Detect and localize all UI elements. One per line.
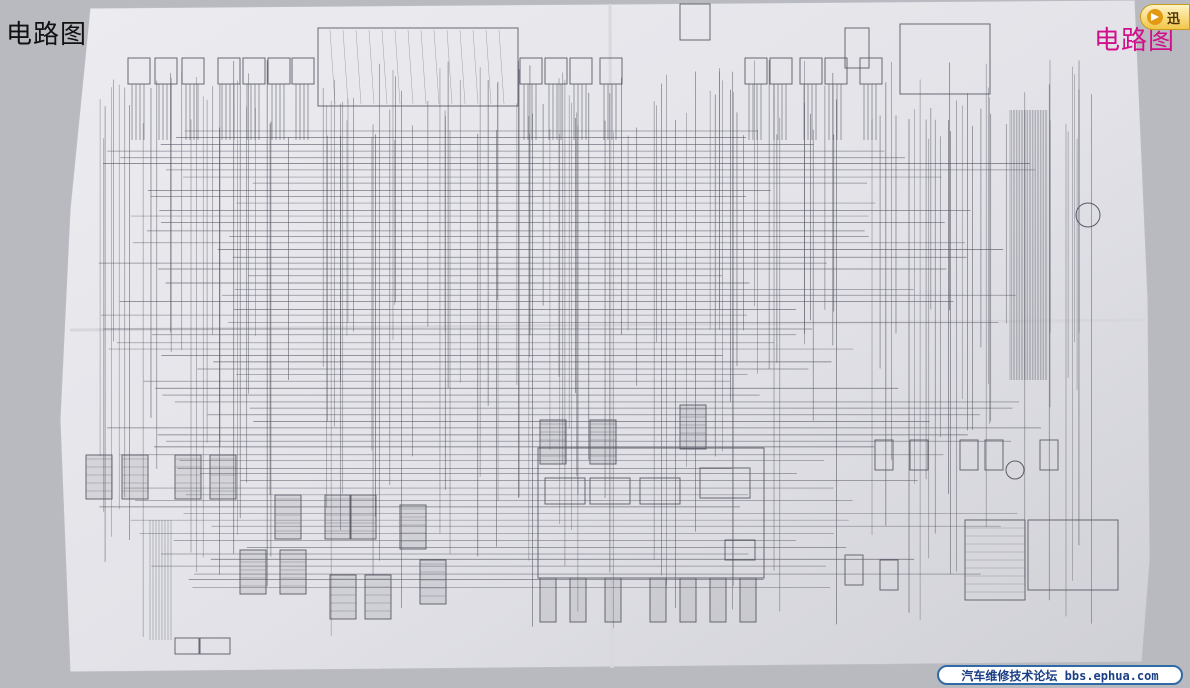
wire bbox=[433, 29, 440, 105]
connector-block bbox=[279, 549, 307, 595]
connector-block bbox=[859, 57, 883, 85]
ecu-submodule bbox=[589, 477, 631, 505]
connector-block bbox=[217, 57, 241, 85]
diagram-title-left: 电路图 bbox=[6, 20, 88, 50]
connector-block bbox=[544, 57, 568, 85]
connector-block bbox=[649, 577, 667, 623]
connector-block bbox=[181, 57, 205, 85]
instrument-cluster bbox=[317, 27, 519, 107]
xunlei-download-button[interactable]: 迅 bbox=[1140, 4, 1190, 30]
connector-block bbox=[709, 577, 727, 623]
connector-block bbox=[744, 57, 768, 85]
ecu-submodule bbox=[639, 477, 681, 505]
connector-block bbox=[127, 57, 151, 85]
wire bbox=[342, 29, 349, 105]
wire bbox=[420, 29, 427, 105]
sensor-connector bbox=[984, 439, 1004, 471]
connector-block bbox=[324, 494, 352, 540]
connector-block bbox=[199, 637, 231, 655]
connector-block bbox=[364, 574, 392, 620]
xunlei-button-label: 迅 bbox=[1167, 11, 1181, 27]
connector-block bbox=[209, 454, 237, 500]
forum-watermark: 汽车维修技术论坛 bbs.ephua.com bbox=[937, 665, 1183, 685]
sensor-gauge bbox=[1005, 460, 1025, 480]
connector-block bbox=[267, 57, 291, 85]
connector-block bbox=[799, 57, 823, 85]
connector-block bbox=[769, 57, 793, 85]
wire bbox=[485, 29, 492, 105]
wire bbox=[407, 29, 414, 105]
sensor-connector bbox=[879, 559, 899, 591]
ecu-module bbox=[537, 447, 765, 579]
connector-block bbox=[739, 577, 757, 623]
connector-block bbox=[399, 504, 427, 550]
connector-block bbox=[539, 419, 567, 465]
connector-block bbox=[329, 574, 357, 620]
connector-block bbox=[569, 57, 593, 85]
connector-block bbox=[604, 577, 622, 623]
play-arrow-icon bbox=[1147, 9, 1163, 25]
ecu-submodule bbox=[544, 477, 586, 505]
wire bbox=[459, 29, 466, 105]
wire bbox=[329, 29, 336, 105]
connector-block bbox=[679, 3, 711, 41]
connector-block bbox=[844, 27, 870, 69]
sensor-connector bbox=[844, 554, 864, 586]
wire bbox=[446, 29, 453, 105]
sensor-connector bbox=[959, 439, 979, 471]
connector-block bbox=[824, 57, 848, 85]
connector-block bbox=[599, 57, 623, 85]
connector-block bbox=[274, 494, 302, 540]
fold-line bbox=[608, 3, 614, 669]
diagram-title-right: 电路图 bbox=[1094, 26, 1176, 56]
connector-block bbox=[291, 57, 315, 85]
wire bbox=[394, 29, 401, 105]
wire bbox=[355, 29, 362, 105]
relay-block bbox=[899, 23, 991, 95]
connector-block bbox=[679, 577, 697, 623]
horn-symbol bbox=[1075, 202, 1101, 228]
module-boxes bbox=[317, 3, 1119, 601]
connector-block bbox=[679, 404, 707, 450]
connector-block bbox=[154, 57, 178, 85]
connector-block bbox=[349, 494, 377, 540]
wire bbox=[368, 29, 375, 105]
connector-block bbox=[121, 454, 149, 500]
connector-block bbox=[539, 577, 557, 623]
fold-line bbox=[69, 318, 1149, 332]
ecu-submodule bbox=[699, 467, 751, 499]
legend-table bbox=[1027, 519, 1119, 591]
connector-block bbox=[519, 57, 543, 85]
ecu-submodule bbox=[724, 539, 756, 561]
connector-block bbox=[242, 57, 266, 85]
connector-block bbox=[174, 454, 202, 500]
wire bbox=[381, 29, 388, 105]
connector-block bbox=[419, 559, 447, 605]
wire bbox=[472, 29, 479, 105]
wire-harness bbox=[98, 60, 1092, 640]
connector-block bbox=[239, 549, 267, 595]
wire bbox=[498, 29, 505, 105]
connector-block bbox=[174, 637, 200, 655]
connector-block bbox=[85, 454, 113, 500]
connector-block bbox=[589, 419, 617, 465]
